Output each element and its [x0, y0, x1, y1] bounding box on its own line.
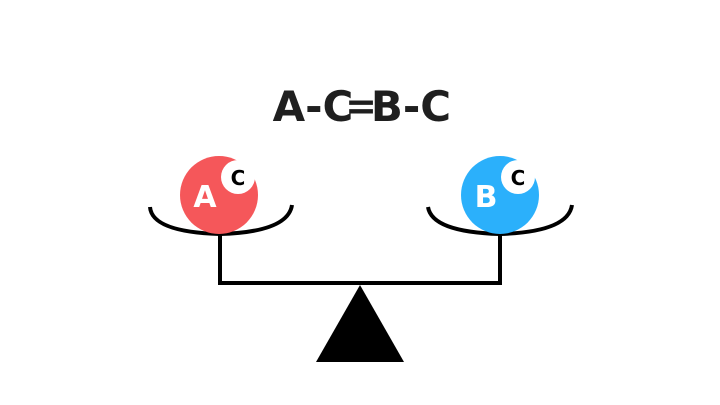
equation-right: B-C	[371, 82, 451, 131]
ball-b-label: B	[475, 180, 498, 215]
ball-b: B C	[461, 156, 539, 234]
ball-a-badge	[221, 160, 255, 194]
equation: A-C = B-C	[273, 82, 452, 131]
ball-a: A C	[180, 156, 258, 234]
equation-left: A-C	[273, 82, 354, 131]
ball-b-badge-label: C	[511, 166, 526, 190]
ball-b-badge	[501, 160, 535, 194]
ball-a-badge-label: C	[231, 166, 246, 190]
equation-operator: =	[345, 84, 377, 128]
ball-a-label: A	[193, 180, 217, 215]
fulcrum-triangle	[316, 285, 404, 362]
